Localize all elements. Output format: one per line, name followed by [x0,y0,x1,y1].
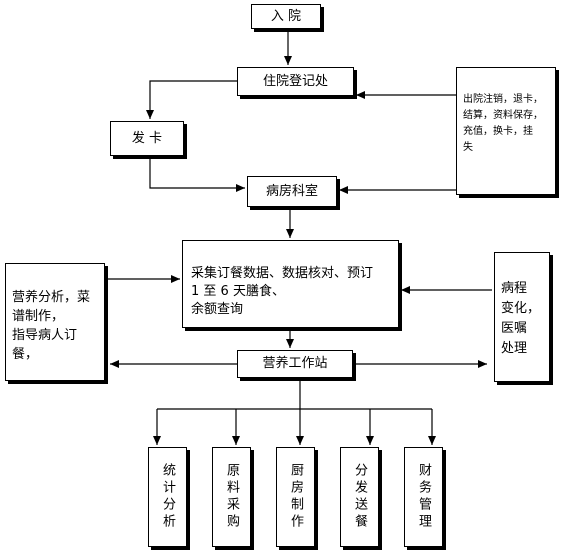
arrow-registration-to-card [146,80,237,119]
node-condition-change-label: 病程 变化， 医嘱 处理 [501,281,541,356]
node-collect: 采集订餐数据、数据核对、预订 1 至 6 天膳食、 余额查询 [182,240,399,328]
module-finance-label: 财务管理 [416,463,431,531]
node-condition-change: 病程 变化， 医嘱 处理 [494,252,550,382]
node-admission-label: 入 院 [270,8,302,24]
node-issue-card: 发 卡 [110,121,184,156]
node-issue-card-label: 发 卡 [131,130,163,146]
module-finance: 财务管理 [404,447,443,547]
module-kitchen: 厨房制作 [276,447,315,547]
node-registration-label: 住院登记处 [262,73,328,89]
node-discharge-ops: 出院注销，退卡， 结算，资料保存， 充值，换卡，挂 失 [456,67,556,195]
node-ward: 病房科室 [247,176,337,207]
node-nutrition-station: 营养工作站 [237,350,353,378]
node-discharge-ops-label: 出院注销，退卡， 结算，资料保存， 充值，换卡，挂 失 [463,94,543,153]
node-nutrition-analysis-label: 营养分析，菜 谱制作， 指导病人订 餐， [12,290,91,362]
module-kitchen-label: 厨房制作 [288,463,303,531]
node-collect-label: 采集订餐数据、数据核对、预订 1 至 6 天膳食、 余额查询 [191,266,374,317]
module-purchasing-label: 原料采购 [224,463,239,531]
module-statistics: 统计分析 [148,447,187,547]
module-delivery-label: 分发送餐 [352,463,367,531]
node-nutrition-station-label: 营养工作站 [262,356,328,371]
node-registration: 住院登记处 [237,67,354,96]
node-ward-label: 病房科室 [265,183,318,199]
module-delivery: 分发送餐 [340,447,379,547]
node-nutrition-analysis: 营养分析，菜 谱制作， 指导病人订 餐， [5,263,105,381]
node-admission: 入 院 [251,4,321,29]
arrow-card-to-ward [149,156,245,192]
module-statistics-label: 统计分析 [160,463,175,531]
module-purchasing: 原料采购 [212,447,251,547]
